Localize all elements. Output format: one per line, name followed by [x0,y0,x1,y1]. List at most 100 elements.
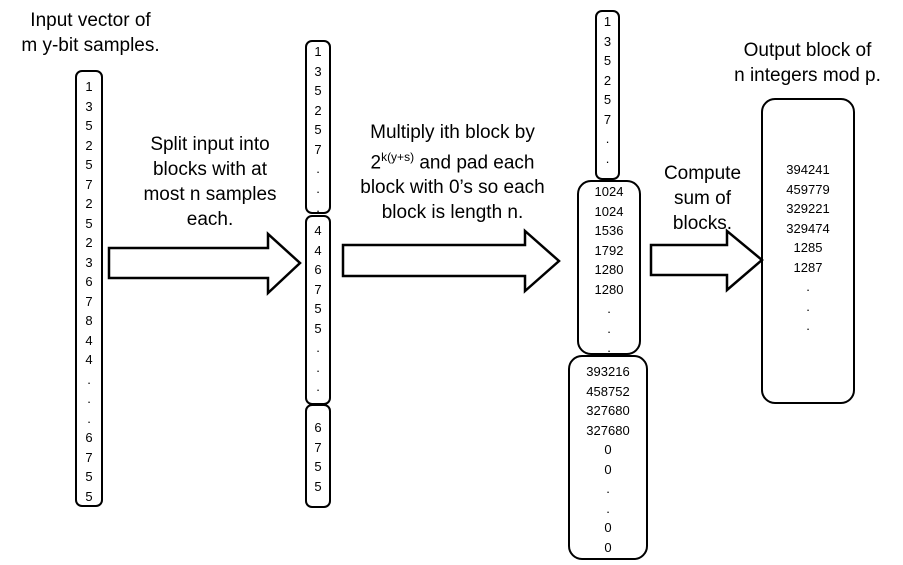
multiply-caption-line1: Multiply ith block by [370,122,535,143]
input-sample: 7 [85,176,93,192]
input-sample: 4 [85,352,93,367]
input-sample: 5 [85,488,93,504]
scaled-value: 1536 [594,223,624,238]
scaled-value: 3 [603,33,612,49]
split-sample: . [316,379,320,394]
scaled-value: . [605,131,610,146]
split-sample: . [316,180,320,196]
scaled-value: 5 [603,53,612,68]
output-caption: Output block of n integers mod p. [734,40,881,86]
output-value: 329474 [786,220,830,236]
scaled-value: 2 [603,72,612,88]
split-sample: 5 [314,83,322,98]
split-sample: . [316,340,320,355]
scaled-value: 0 [604,461,612,477]
input-sample: 5 [85,157,93,172]
input-sample: 1 [85,79,93,94]
split-sample: 5 [314,301,322,316]
split-sample: 4 [314,223,322,238]
scaled-value: 0 [604,442,612,457]
input-sample: 6 [85,274,93,289]
split-sample: 2 [314,102,322,118]
split-sample: 3 [314,63,322,79]
scaled-block-2 [577,180,641,355]
scaled-value: 7 [603,111,612,127]
output-value: 329221 [786,201,830,216]
output-block-values: 394241 459779 329221 329474 1285 1287... [761,160,855,336]
output-value: 1287 [793,259,823,275]
scaled-value: 1280 [594,262,624,277]
sum-caption: Compute sum of blocks. [663,163,742,234]
input-sample: 5 [85,469,93,484]
scaled-block-3 [568,355,648,560]
split-caption: Split input into blocks with at most n s… [143,134,277,230]
scaled-value: . [607,301,611,316]
scaled-value: 5 [603,92,612,107]
input-sample: 2 [85,137,93,153]
split-sample: . [316,359,320,375]
split-sample: 5 [314,320,322,336]
output-value: 1285 [793,240,823,255]
output-value: . [806,298,810,314]
input-sample: . [87,391,91,406]
split-sample: . [316,161,320,176]
split-sample: 7 [314,141,322,157]
multiply-caption: Multiply ith block by 2k(y+s) and pad ea… [340,120,565,225]
split-sample: 6 [314,420,322,435]
split-block-2 [305,215,331,405]
input-vector-box [75,70,103,507]
input-sample: 2 [85,235,93,250]
input-caption: Input vector of m y-bit samples. [21,10,160,56]
scaled-value: . [607,320,611,336]
split-sample: 6 [314,262,322,277]
output-value: . [806,279,810,294]
output-value: 394241 [786,162,830,177]
input-sample: 8 [85,313,93,328]
input-sample: 6 [85,430,93,445]
input-sample: 7 [85,449,93,465]
input-sample: 5 [85,118,93,133]
input-sample: 2 [85,196,93,211]
split-sample: 4 [314,242,322,258]
scaled-value: 1 [603,14,612,29]
output-block-box [761,98,855,404]
split-sample: 5 [314,459,322,474]
multiply-caption-line2: and pad each [414,152,535,174]
split-sample: 7 [314,439,322,455]
input-sample: 4 [85,332,93,348]
scaled-value: 0 [604,539,612,555]
multiply-arrow-shape [341,228,561,294]
input-sample: . [87,410,91,426]
input-sample: . [87,371,91,387]
input-sample: 7 [85,293,93,309]
scaled-value: 327680 [586,403,630,418]
scaled-value: 1280 [594,281,624,297]
scaled-value: 1792 [594,242,624,258]
input-sample: 3 [85,254,93,270]
multiply-caption-rest: block with 0’s so each block is length n… [360,177,545,224]
split-block-3-values: 6 7 5 5 [305,418,331,496]
scaled-value: . [607,340,611,355]
input-sample: 3 [85,98,93,114]
split-sample: 5 [314,122,322,137]
split-block-3 [305,404,331,508]
input-vector-values: 1 3 5 2 5 7 2 5 2 3 6 7 8 4 4... 6 7 5 5 [75,77,103,506]
output-value: 459779 [786,181,830,197]
scaled-value: 393216 [586,364,630,379]
split-arrow-shape [107,231,302,296]
scaled-block-1 [595,10,620,180]
sum-arrow-shape [649,228,764,293]
multiply-caption-base: 2 [370,152,382,174]
split-sample: 5 [314,478,322,494]
scaled-value: 458752 [586,383,630,399]
multiply-caption-exponent: k(y+s) [381,150,415,164]
input-sample: 5 [85,215,93,231]
split-sample: 1 [314,44,322,59]
output-value: . [806,318,810,333]
